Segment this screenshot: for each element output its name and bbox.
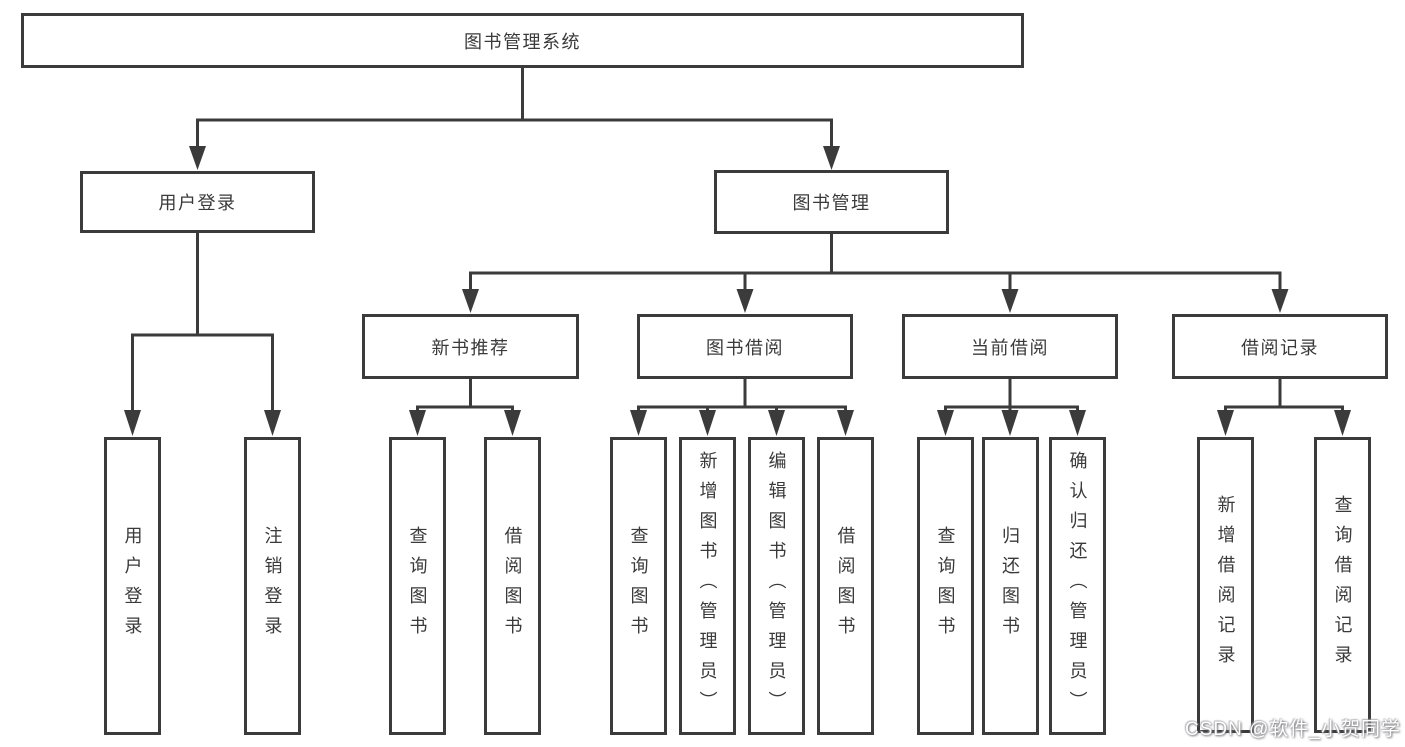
leaf-borrow-query-books: 查询图书 xyxy=(610,437,667,735)
node-book-management-label: 图书管理 xyxy=(792,193,871,213)
leaf-current-return-books: 归还图书 xyxy=(981,437,1039,735)
node-borrow-records-label: 借阅记录 xyxy=(1241,337,1319,358)
connector-userlogin-to-leaves xyxy=(131,233,274,412)
leaf-records-query-record: 查询借阅记录 xyxy=(1314,437,1371,733)
connector-root-to-level2 xyxy=(196,68,833,148)
leaf-current-return-books-label: 归还图书 xyxy=(1000,526,1020,646)
node-user-login-label: 用户登录 xyxy=(158,193,237,213)
csdn-watermark: CSDN @软件_小贺同学 xyxy=(1185,719,1401,740)
node-current-borrow: 当前借阅 xyxy=(902,314,1118,379)
leaf-current-confirm-return-admin-label: 确认归还（管理员） xyxy=(1067,451,1088,721)
leaf-borrow-query-books-label: 查询图书 xyxy=(628,526,649,646)
leaf-user-login: 用户登录 xyxy=(104,437,161,735)
node-borrow-records: 借阅记录 xyxy=(1172,314,1388,379)
leaf-records-add-record: 新增借阅记录 xyxy=(1197,437,1254,733)
leaf-recommend-query-books-label: 查询图书 xyxy=(407,526,428,646)
leaf-logout: 注销登录 xyxy=(244,437,301,735)
leaf-recommend-borrow-books-label: 借阅图书 xyxy=(502,526,523,646)
leaf-user-login-label: 用户登录 xyxy=(122,526,143,646)
arrowheads xyxy=(124,146,1351,436)
leaf-current-query-books-label: 查询图书 xyxy=(935,526,956,646)
connector-records-to-leaves xyxy=(1224,379,1344,413)
leaf-borrow-add-books-admin-label: 新增图书（管理员） xyxy=(697,451,718,721)
leaf-records-query-record-label: 查询借阅记录 xyxy=(1332,495,1353,675)
leaf-recommend-borrow-books: 借阅图书 xyxy=(484,437,541,735)
connector-newbook-to-leaves xyxy=(416,379,514,413)
connector-bookborrow-to-leaves xyxy=(637,379,847,413)
node-book-management: 图书管理 xyxy=(714,170,949,234)
node-new-book-recommend: 新书推荐 xyxy=(362,314,579,379)
leaf-logout-label: 注销登录 xyxy=(262,526,283,646)
leaf-borrow-edit-books-admin: 编辑图书（管理员） xyxy=(748,437,805,735)
connector-bookmgmt-to-level3 xyxy=(469,234,1282,291)
node-new-book-recommend-label: 新书推荐 xyxy=(431,337,510,358)
node-book-borrow-label: 图书借阅 xyxy=(706,337,784,358)
node-book-borrow: 图书借阅 xyxy=(637,314,853,379)
leaf-current-confirm-return-admin: 确认归还（管理员） xyxy=(1049,437,1106,735)
leaf-recommend-query-books: 查询图书 xyxy=(389,437,446,735)
node-root-label: 图书管理系统 xyxy=(464,31,581,52)
node-user-login: 用户登录 xyxy=(80,171,315,233)
leaf-borrow-edit-books-admin-label: 编辑图书（管理员） xyxy=(766,451,787,721)
leaf-borrow-add-books-admin: 新增图书（管理员） xyxy=(679,437,736,735)
node-current-borrow-label: 当前借阅 xyxy=(971,337,1049,358)
leaf-borrow-borrow-books-label: 借阅图书 xyxy=(835,526,856,646)
leaf-current-query-books: 查询图书 xyxy=(917,437,974,735)
leaf-borrow-borrow-books: 借阅图书 xyxy=(817,437,874,735)
leaf-records-add-record-label: 新增借阅记录 xyxy=(1215,495,1236,675)
connector-currentborrow-to-leaves xyxy=(944,379,1079,413)
node-root: 图书管理系统 xyxy=(21,13,1024,68)
